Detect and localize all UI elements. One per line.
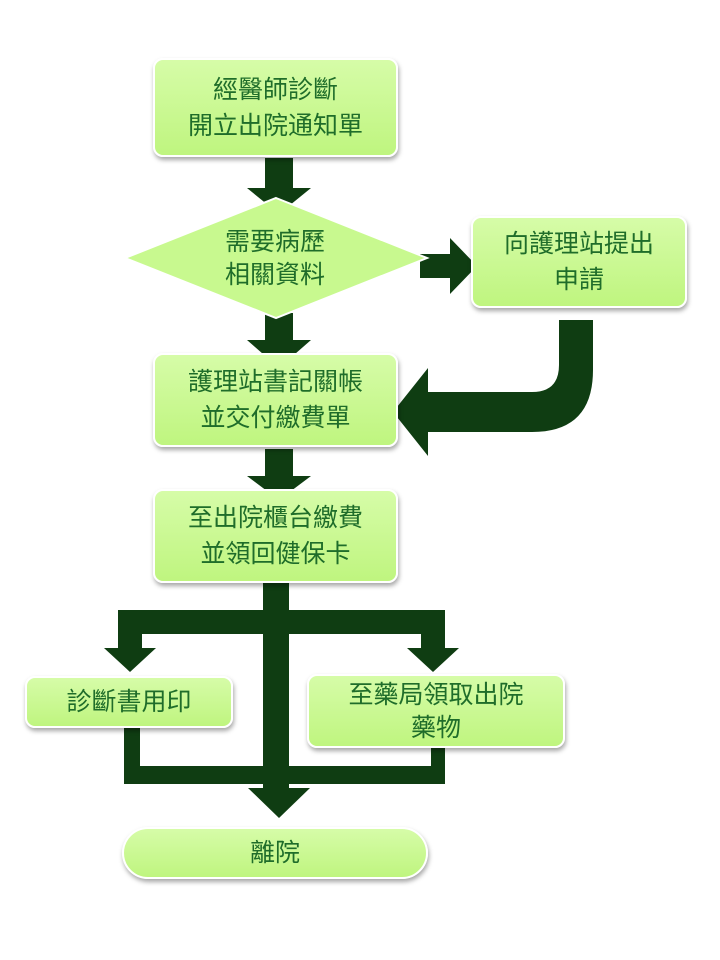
step-close-account-line1: 護理站書記關帳 bbox=[187, 367, 363, 396]
step-payment-counter-line2: 並領回健保卡 bbox=[200, 539, 351, 568]
fork-right-stem bbox=[421, 610, 445, 650]
step-discharge-notice-line1: 經醫師診斷 bbox=[212, 74, 338, 104]
arrow-to-right-branch bbox=[407, 648, 459, 672]
step-pharmacy-pickup: 至藥局領取出院 藥物 bbox=[307, 674, 565, 748]
join-bar bbox=[124, 766, 445, 784]
step-nursing-station-request-line1: 向護理站提出 bbox=[503, 229, 654, 258]
step-close-account: 護理站書記關帳 並交付繳費單 bbox=[153, 353, 398, 447]
step-nursing-station-request: 向護理站提出 申請 bbox=[471, 216, 687, 308]
decision-diamond bbox=[122, 196, 430, 320]
arrow-join-to-end bbox=[248, 788, 310, 818]
arrow-decision-to-side bbox=[420, 238, 477, 294]
step-nursing-station-request-line2: 申請 bbox=[553, 265, 604, 294]
step-leave-hospital-line1: 離院 bbox=[249, 838, 300, 867]
arrow-decision-to-step2 bbox=[247, 313, 311, 368]
arrow-step1-to-decision bbox=[247, 158, 311, 214]
arrow-to-left-branch bbox=[104, 648, 156, 672]
step-discharge-notice: 經醫師診斷 開立出院通知單 bbox=[153, 58, 398, 157]
step-pharmacy-pickup-line2: 藥物 bbox=[410, 713, 461, 742]
arrow-side-to-step2 bbox=[393, 320, 593, 456]
step-discharge-notice-line2: 開立出院通知單 bbox=[187, 110, 363, 140]
decision-label-line2: 相關資料 bbox=[224, 260, 325, 289]
decision-label-line1: 需要病歷 bbox=[224, 227, 325, 256]
step-payment-counter-line1: 至出院櫃台繳費 bbox=[187, 503, 363, 532]
fork-left-stem bbox=[118, 610, 142, 650]
fork-crossbar bbox=[118, 610, 445, 634]
arrow-step2-to-step3 bbox=[247, 449, 311, 500]
step-diagnosis-seal-line1: 診斷書用印 bbox=[66, 687, 192, 716]
step-diagnosis-seal: 診斷書用印 bbox=[25, 676, 233, 728]
decision-label: 需要病歷 相關資料 bbox=[175, 218, 375, 298]
step-pharmacy-pickup-line1: 至藥局領取出院 bbox=[348, 680, 524, 709]
step-close-account-line2: 並交付繳費單 bbox=[200, 403, 351, 432]
step-leave-hospital: 離院 bbox=[122, 827, 428, 879]
step-payment-counter: 至出院櫃台繳費 並領回健保卡 bbox=[153, 489, 398, 583]
